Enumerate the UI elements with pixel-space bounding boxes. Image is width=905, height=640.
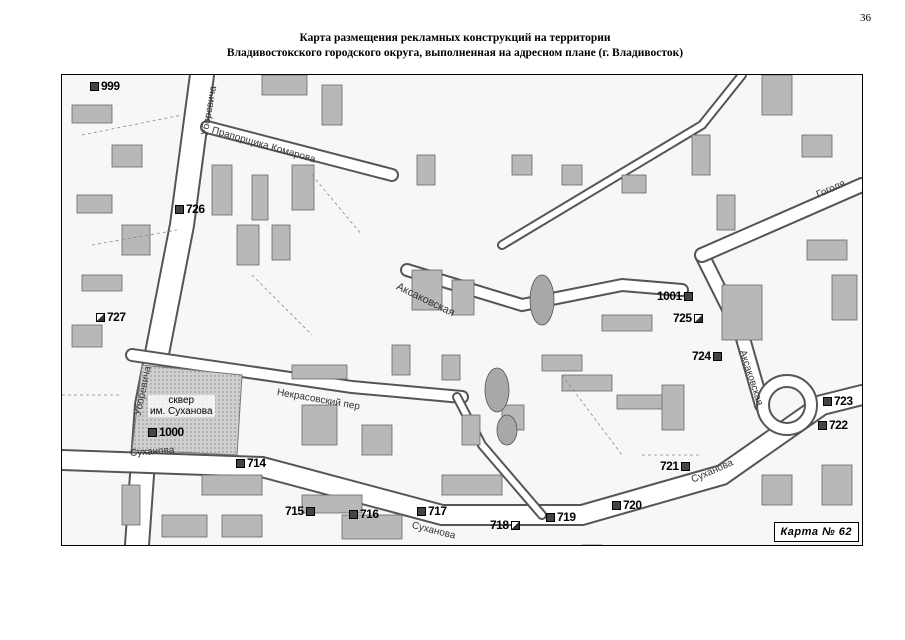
map-number-badge: Карта № 62 xyxy=(773,522,859,542)
billboard-icon xyxy=(148,427,157,437)
marker-722[interactable]: 722 xyxy=(818,419,848,431)
marker-717[interactable]: 717 xyxy=(417,505,447,517)
marker-725[interactable]: 725 xyxy=(673,312,703,324)
marker-721[interactable]: 721 xyxy=(660,460,690,472)
marker-715[interactable]: 715 xyxy=(285,505,315,517)
billboard-icon xyxy=(612,500,621,510)
billboard-icon xyxy=(96,312,105,322)
billboard-icon xyxy=(683,291,693,301)
billboard-icon xyxy=(693,313,703,323)
billboard-icon xyxy=(823,396,832,406)
place-sukhanov-square: сквер им. Суханова xyxy=(148,395,215,417)
billboard-icon xyxy=(818,420,827,430)
towers xyxy=(484,274,555,446)
marker-719[interactable]: 719 xyxy=(546,511,576,523)
billboard-icon xyxy=(90,81,99,91)
marker-714[interactable]: 714 xyxy=(236,457,266,469)
marker-718[interactable]: 718 xyxy=(490,519,520,531)
marker-1000[interactable]: 1000 xyxy=(148,426,184,438)
marker-726[interactable]: 726 xyxy=(175,203,205,215)
map-base xyxy=(62,75,862,545)
marker-727[interactable]: 727 xyxy=(96,311,126,323)
billboard-icon xyxy=(349,509,358,519)
billboard-icon xyxy=(546,512,555,522)
billboard-icon xyxy=(417,506,426,516)
roads xyxy=(62,75,862,545)
title-line-2: Владивостокского городского округа, выпо… xyxy=(226,47,684,59)
buildings xyxy=(71,75,858,545)
map-frame: Прапорщика Комарова Аксаковская Некрасов… xyxy=(61,74,863,546)
marker-1001[interactable]: 1001 xyxy=(657,290,693,302)
marker-999[interactable]: 999 xyxy=(90,80,120,92)
page-number: 36 xyxy=(860,12,871,24)
boundaries xyxy=(62,114,702,456)
marker-724[interactable]: 724 xyxy=(692,350,722,362)
billboard-icon xyxy=(305,506,315,516)
marker-716[interactable]: 716 xyxy=(349,508,379,520)
billboard-icon xyxy=(712,351,722,361)
billboard-icon xyxy=(510,520,520,530)
marker-720[interactable]: 720 xyxy=(612,499,642,511)
billboard-icon xyxy=(680,461,690,471)
billboard-icon xyxy=(236,458,245,468)
marker-723[interactable]: 723 xyxy=(823,395,853,407)
page-title: Карта размещения рекламных конструкций н… xyxy=(150,31,760,61)
title-line-1: Карта размещения рекламных конструкций н… xyxy=(299,32,611,44)
billboard-icon xyxy=(175,204,184,214)
